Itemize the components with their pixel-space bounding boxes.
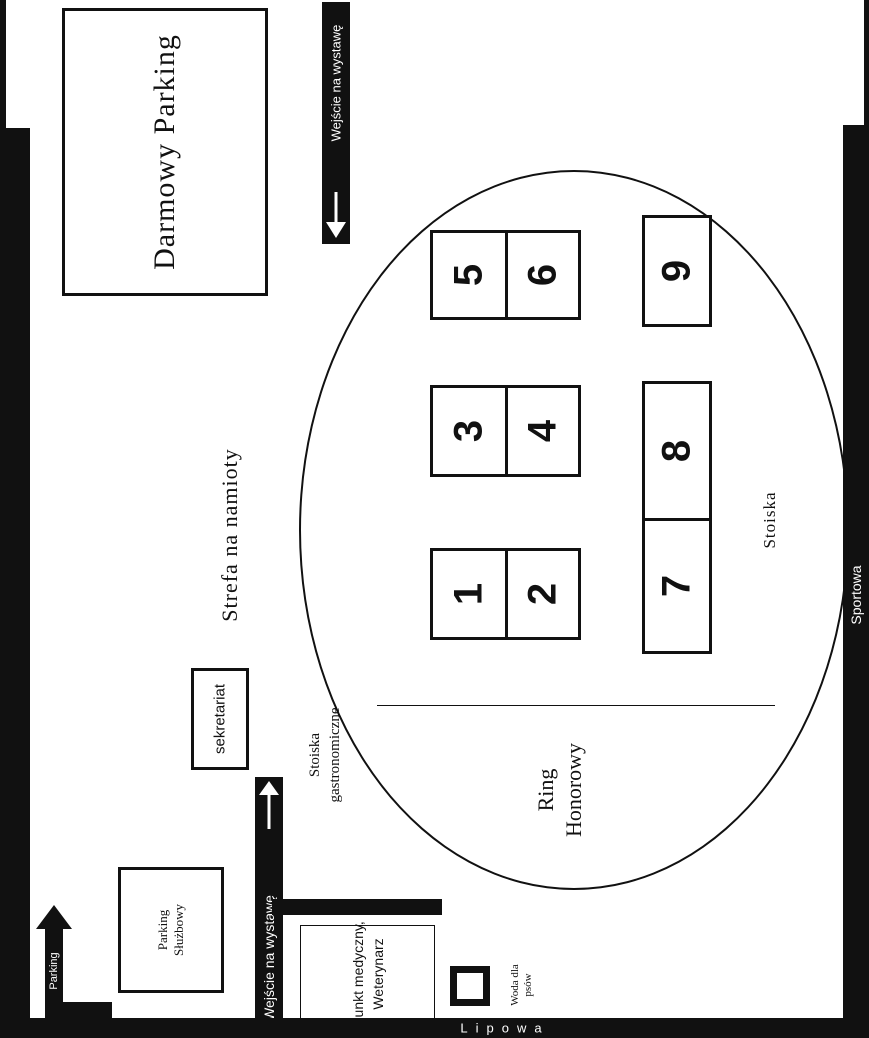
ring-9-number: 9 — [654, 259, 699, 283]
service-parking-label-2: Służbowy — [171, 904, 186, 956]
water-station: Woda dla psów — [497, 950, 547, 1020]
ring-3: 3 — [430, 385, 508, 477]
ring-9: 9 — [642, 215, 712, 327]
entrance-barrier — [272, 899, 442, 915]
street-label-sportowa: Sportowa — [848, 565, 864, 625]
street-label-lipowa: Lipowa — [460, 1020, 550, 1036]
secretariat-label: sekretariat — [211, 683, 229, 755]
ring-8-number: 8 — [654, 439, 699, 463]
entrance-top-label: Wejście na wystawę — [328, 24, 344, 142]
ring-1: 1 — [430, 548, 508, 640]
ring-7-number: 7 — [654, 574, 699, 598]
honor-ring: Ring Honorowy — [520, 730, 600, 850]
parking-direction-arrow: Parking — [30, 905, 116, 1027]
stalls-zone: Stoiska — [750, 460, 790, 580]
right-road-sportowa — [843, 125, 869, 1038]
honor-ring-label-1: Ring — [533, 768, 558, 812]
ring-5-number: 5 — [446, 263, 491, 287]
ring-8: 8 — [642, 381, 712, 521]
water-label-2: psów — [522, 973, 534, 997]
entrance-top-arrow: Wejście na wystawę — [322, 2, 350, 244]
ring-3-number: 3 — [446, 419, 491, 443]
lipowa-street-label-wrap: Lipowa — [450, 1019, 560, 1037]
ring-divider — [377, 705, 775, 706]
medical-label-2: Weterynarz — [369, 938, 386, 1010]
exhibition-ring-area — [299, 170, 849, 890]
ring-7: 7 — [642, 518, 712, 654]
ring-1-number: 1 — [446, 582, 491, 606]
stalls-label: Stoiska — [760, 491, 779, 549]
top-left-border — [0, 0, 6, 130]
ring-4-number: 4 — [520, 419, 565, 443]
honor-ring-label-2: Honorowy — [561, 742, 586, 838]
water-label-1: Woda dla — [509, 964, 521, 1006]
ring-6-number: 6 — [520, 263, 565, 287]
medical-point: Punkt medyczny, Weterynarz — [300, 921, 435, 1027]
top-right-border — [864, 0, 869, 125]
medical-label-1: Punkt medyczny, — [349, 921, 366, 1027]
parking-arrow-label: Parking — [48, 952, 60, 990]
water-station-icon — [450, 966, 490, 1006]
service-parking-area: Parking Służbowy — [118, 867, 224, 993]
tent-zone: Strefa na namioty — [210, 420, 250, 650]
sportowa-street-label-wrap: Sportowa — [843, 540, 869, 650]
food-stalls-label-1: Stoiska — [307, 732, 323, 778]
free-parking-area: Darmowy Parking — [62, 8, 268, 296]
ring-5: 5 — [430, 230, 508, 320]
lipowa-street — [0, 1018, 869, 1038]
ring-6: 6 — [505, 230, 581, 320]
left-road — [0, 128, 30, 1018]
secretariat-box: sekretariat — [191, 668, 249, 770]
ring-2: 2 — [505, 548, 581, 640]
tent-zone-label: Strefa na namioty — [217, 448, 242, 622]
free-parking-label: Darmowy Parking — [148, 34, 181, 270]
ring-2-number: 2 — [520, 582, 565, 606]
ring-4: 4 — [505, 385, 581, 477]
service-parking-label-1: Parking — [155, 909, 170, 951]
